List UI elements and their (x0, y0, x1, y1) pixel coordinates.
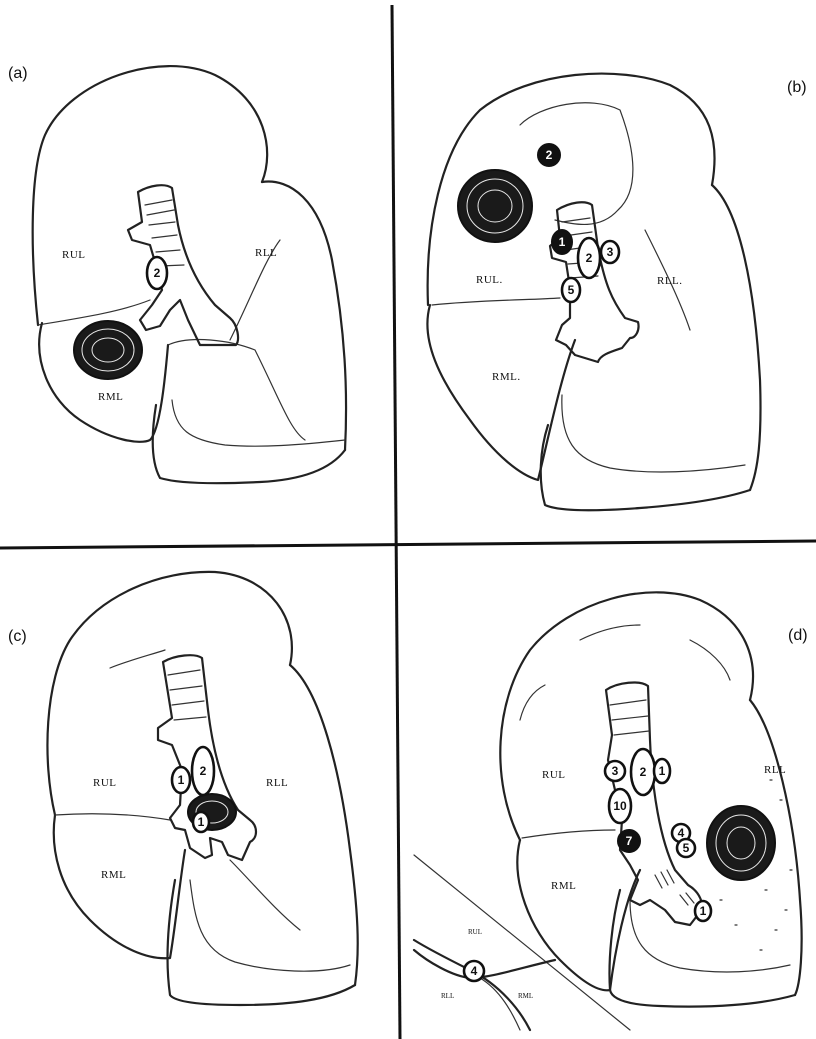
panel-d-rml-label: RML (551, 880, 576, 892)
inset-vessel-main (414, 940, 530, 1030)
vertical-divider (392, 5, 400, 1039)
panel-b-node-1-label: 1 (559, 235, 566, 249)
panel-d-node-2-label: 2 (640, 765, 647, 779)
panel-c-rul-lower (55, 814, 170, 820)
panel-b-sup-segment (520, 103, 633, 225)
panel-a-label: (a) (8, 65, 28, 82)
panel-d-node-1-upper-label: 1 (659, 764, 666, 778)
panel-a-inner-base (172, 400, 345, 446)
panel-a-rll-outline (262, 182, 346, 450)
panel-b: (b) 2 1 2 3 5 RUL. RLL. RML. (427, 74, 806, 511)
panel-a: (a) 2 RUL RLL RML (8, 65, 346, 483)
panel-d: (d) 3 2 1 1 10 4 5 7 RUL RLL R (414, 592, 808, 1030)
panel-b-rul-lower (432, 298, 560, 305)
panel-d-hatch (655, 870, 694, 905)
panel-d-node-1-lower-label: 1 (700, 904, 707, 918)
panel-b-label: (b) (787, 79, 807, 96)
panel-c-rll-outline (290, 665, 358, 985)
panel-b-rll-label: RLL. (657, 275, 683, 287)
panel-c-base (168, 880, 355, 1005)
panel-c-rul-outline (47, 572, 291, 815)
panel-d-rll-label: RLL (764, 764, 786, 776)
panel-d-rul-lower (522, 830, 615, 838)
panel-c-node-2-label: 2 (200, 764, 207, 778)
panel-d-label: (d) (788, 627, 808, 644)
panel-b-rul-label: RUL. (476, 274, 503, 286)
panel-c-label: (c) (8, 628, 27, 645)
panel-b-node-3-label: 3 (607, 245, 614, 259)
panel-d-rml-outline (517, 840, 640, 990)
panel-b-rml-label: RML. (492, 371, 521, 383)
panel-c-node-1-hilar-label: 1 (178, 773, 185, 787)
inset-rul-label: RUL (468, 928, 482, 936)
panel-d-node-10-label: 10 (613, 799, 627, 813)
panel-a-rul-lower (38, 300, 150, 325)
panel-c-rml-label: RML (101, 869, 126, 881)
panel-a-base (153, 405, 345, 483)
panel-a-trachea-rings (145, 200, 184, 266)
panel-a-inner-lobe (168, 340, 305, 440)
panel-d-rul-label: RUL (542, 769, 566, 781)
panel-b-tumor (458, 170, 532, 242)
panel-d-tumor (707, 806, 775, 880)
panel-d-node-4-label: 4 (678, 826, 685, 840)
inset-node-4-label: 4 (471, 964, 478, 978)
inset-rll-label: RLL (441, 992, 454, 1000)
inset-rml-label: RML (518, 992, 533, 1000)
panel-a-rul-label: RUL (62, 249, 86, 261)
inset-border (414, 855, 630, 1030)
panel-b-node-2-upper-label: 2 (546, 148, 553, 162)
panel-c-dash (110, 650, 165, 668)
panel-c-rul-label: RUL (93, 777, 117, 789)
horizontal-divider (0, 541, 816, 548)
panel-d-trachea-rings (610, 700, 649, 735)
panel-d-node-3-label: 3 (612, 764, 619, 778)
panel-a-tumor (74, 321, 142, 379)
panel-c-inner-base (190, 880, 350, 971)
panel-b-rml-outline (427, 305, 575, 480)
panel-c-rml-outline (54, 815, 185, 958)
panel-c-node-1-lower-label: 1 (198, 815, 205, 829)
panel-d-inset: 4 RUL RLL RML (414, 855, 630, 1030)
panel-b-node-2-para-label: 2 (586, 251, 593, 265)
panel-c-rll-label: RLL (266, 777, 288, 789)
panel-a-node-2-label: 2 (154, 266, 161, 280)
panel-b-base (541, 425, 750, 510)
panel-d-fissure-dashes (520, 625, 730, 720)
panel-c-fissure (230, 860, 300, 930)
panel-b-inner-base (562, 395, 745, 472)
panel-d-node-5-label: 5 (683, 841, 690, 855)
panel-d-node-7-label: 7 (626, 834, 633, 848)
panel-b-node-5-label: 5 (568, 283, 575, 297)
panel-c-trachea-rings (168, 670, 206, 720)
panel-b-rll-outline (712, 185, 761, 490)
panel-c: (c) 1 2 1 RUL RLL RML (8, 572, 358, 1005)
panel-a-rml-label: RML (98, 391, 123, 403)
panel-a-rll-label: RLL (255, 247, 277, 259)
